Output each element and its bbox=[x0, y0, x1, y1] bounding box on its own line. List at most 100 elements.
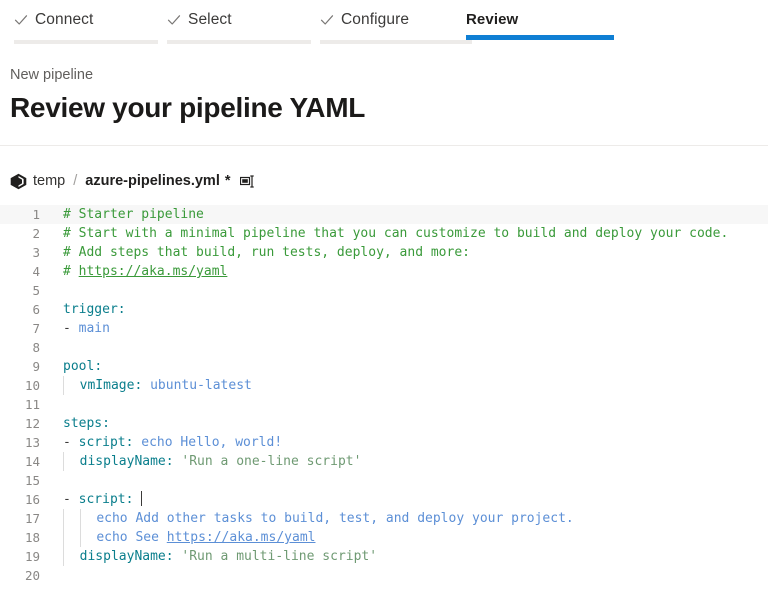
code-line[interactable]: 17 echo Add other tasks to build, test, … bbox=[0, 509, 768, 528]
code-line[interactable]: 2 # Start with a minimal pipeline that yo… bbox=[0, 224, 768, 243]
code-token: # Starter pipeline bbox=[63, 207, 204, 222]
line-number: 7 bbox=[32, 321, 40, 336]
breadcrumb-file-name[interactable]: azure-pipelines.yml bbox=[85, 173, 220, 189]
code-line[interactable]: 4# https://aka.ms/yaml bbox=[0, 262, 768, 281]
code-token: # bbox=[63, 264, 79, 279]
line-number: 15 bbox=[24, 473, 40, 488]
indent-guide bbox=[79, 528, 81, 547]
code-line-content[interactable]: pool: bbox=[52, 357, 768, 376]
code-line-content[interactable] bbox=[52, 471, 768, 490]
breadcrumb-separator: / bbox=[73, 173, 78, 189]
line-number: 8 bbox=[32, 340, 40, 355]
code-line[interactable]: 12 steps: bbox=[0, 414, 768, 433]
wizard-tab-review[interactable]: Review bbox=[466, 0, 614, 46]
wizard-tab-underline bbox=[14, 40, 158, 44]
code-token[interactable]: https://aka.ms/yaml bbox=[78, 264, 228, 279]
wizard-tab-underline bbox=[320, 40, 472, 44]
indent-guide bbox=[63, 509, 64, 528]
code-line[interactable]: 13 - script: echo Hello, world! bbox=[0, 433, 768, 452]
code-line[interactable]: 14 displayName: 'Run a one-line script' bbox=[0, 452, 768, 471]
code-token: echo Hello, world! bbox=[141, 435, 283, 450]
code-line-content[interactable]: # Start with a minimal pipeline that you… bbox=[52, 224, 768, 243]
code-token: # Start with a minimal pipeline that you… bbox=[63, 226, 729, 241]
code-line[interactable]: 20 bbox=[0, 566, 768, 585]
code-line[interactable]: 9 pool: bbox=[0, 357, 768, 376]
file-breadcrumb: temp / azure-pipelines.yml * bbox=[10, 170, 256, 192]
line-number: 12 bbox=[24, 416, 40, 431]
wizard-tab-underline bbox=[466, 35, 614, 40]
code-line-content[interactable]: # Add steps that build, run tests, deplo… bbox=[52, 243, 768, 262]
line-number: 11 bbox=[24, 397, 40, 412]
page-header: New pipeline Review your pipeline YAML bbox=[0, 66, 768, 126]
code-line-content[interactable]: trigger: bbox=[52, 300, 768, 319]
line-number: 14 bbox=[24, 454, 40, 469]
code-line[interactable]: 3 # Add steps that build, run tests, depl… bbox=[0, 243, 768, 262]
code-token bbox=[64, 454, 80, 469]
code-token: echo See bbox=[96, 530, 167, 545]
wizard-tab-select[interactable]: Select bbox=[167, 0, 311, 46]
code-token: : bbox=[94, 359, 103, 374]
code-line[interactable]: 7 - main bbox=[0, 319, 768, 338]
line-number: 1 bbox=[32, 207, 40, 222]
code-line-content[interactable]: - main bbox=[52, 319, 768, 338]
code-line-content[interactable]: displayName: 'Run a one-line script' bbox=[52, 452, 768, 471]
code-token: vmImage bbox=[79, 378, 135, 393]
code-line[interactable]: 1 # Starter pipeline bbox=[0, 205, 768, 224]
code-line-content[interactable]: vmImage: ubuntu-latest bbox=[52, 376, 768, 395]
wizard-tab-connect[interactable]: Connect bbox=[14, 0, 158, 46]
code-line-content[interactable] bbox=[52, 281, 768, 300]
code-line-content[interactable]: # https://aka.ms/yaml bbox=[52, 262, 768, 281]
code-line[interactable]: 11 bbox=[0, 395, 768, 414]
yaml-code-editor[interactable]: 1 # Starter pipeline 2 # Start with a minim… bbox=[0, 205, 768, 605]
code-token: echo Add other tasks to build, test, and… bbox=[96, 511, 574, 526]
check-icon bbox=[167, 13, 181, 27]
code-token: - bbox=[63, 435, 79, 450]
code-line[interactable]: 8 bbox=[0, 338, 768, 357]
code-line[interactable]: 19 displayName: 'Run a multi-line script… bbox=[0, 547, 768, 566]
code-line[interactable]: 15 bbox=[0, 471, 768, 490]
code-line[interactable]: 18 echo See https://aka.ms/yaml bbox=[0, 528, 768, 547]
code-token: main bbox=[78, 321, 110, 336]
code-token: : bbox=[117, 302, 126, 317]
breadcrumb-repo-name[interactable]: temp bbox=[33, 173, 66, 189]
code-line-content[interactable]: displayName: 'Run a multi-line script' bbox=[52, 547, 768, 566]
rename-file-icon[interactable] bbox=[239, 174, 256, 189]
header-divider bbox=[0, 145, 768, 146]
code-token: displayName bbox=[79, 454, 166, 469]
line-number: 20 bbox=[24, 568, 40, 583]
code-token: : bbox=[165, 454, 182, 469]
code-line-content[interactable] bbox=[52, 395, 768, 414]
code-line-content[interactable]: steps: bbox=[52, 414, 768, 433]
code-line-content[interactable]: - script: echo Hello, world! bbox=[52, 433, 768, 452]
line-number: 13 bbox=[24, 435, 40, 450]
line-number: 9 bbox=[32, 359, 40, 374]
code-token: - bbox=[63, 492, 79, 507]
indent-guide bbox=[79, 509, 81, 528]
wizard-tab-configure[interactable]: Configure bbox=[320, 0, 472, 46]
code-token bbox=[64, 511, 80, 526]
line-number: 2 bbox=[32, 226, 40, 241]
wizard-tab-label: Connect bbox=[35, 11, 94, 28]
code-line[interactable]: 5 bbox=[0, 281, 768, 300]
code-line-content[interactable] bbox=[52, 338, 768, 357]
wizard-tab-label: Select bbox=[188, 11, 232, 28]
code-token: : bbox=[102, 416, 110, 431]
code-token: - bbox=[63, 321, 79, 336]
code-token[interactable]: https://aka.ms/yaml bbox=[166, 530, 316, 545]
unsaved-changes-marker: * bbox=[224, 173, 231, 189]
code-token bbox=[81, 511, 97, 526]
code-line[interactable]: 10 vmImage: ubuntu-latest bbox=[0, 376, 768, 395]
code-line-content[interactable]: echo See https://aka.ms/yaml bbox=[52, 528, 768, 547]
code-line-content[interactable]: # Starter pipeline bbox=[52, 205, 768, 224]
code-line-content[interactable]: - script: bbox=[52, 490, 768, 509]
code-token bbox=[64, 378, 80, 393]
page-title: Review your pipeline YAML bbox=[10, 92, 366, 123]
code-token: displayName bbox=[79, 549, 166, 564]
line-number: 3 bbox=[32, 245, 40, 260]
code-token: 'Run a one-line script' bbox=[181, 454, 362, 469]
code-line[interactable]: 16- script: bbox=[0, 490, 768, 509]
code-token: : bbox=[165, 549, 182, 564]
code-line-content[interactable] bbox=[52, 566, 768, 585]
code-line-content[interactable]: echo Add other tasks to build, test, and… bbox=[52, 509, 768, 528]
